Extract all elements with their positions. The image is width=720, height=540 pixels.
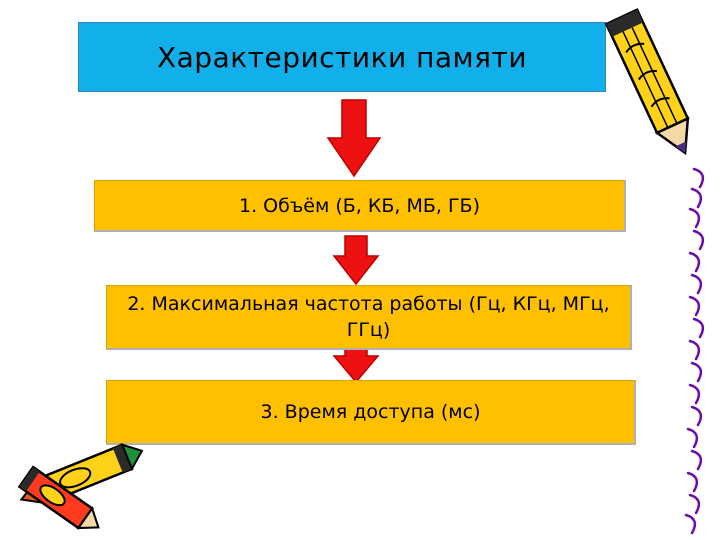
step-label: 1. Объём (Б, КБ, МБ, ГБ) — [239, 194, 480, 217]
arrow-down-icon — [332, 235, 380, 286]
arrow-down-icon — [326, 99, 382, 178]
step-box-volume: 1. Объём (Б, КБ, МБ, ГБ) — [94, 180, 626, 232]
diagram-title: Характеристики памяти — [156, 40, 528, 74]
diagram-title-box: Характеристики памяти — [78, 22, 606, 92]
pencil-icon — [604, 8, 690, 156]
crayon-icon — [17, 465, 100, 530]
spiral-binding-icon — [684, 167, 705, 535]
step-box-frequency: 2. Максимальная частота работы (Гц, КГц,… — [106, 285, 632, 350]
step-box-access-time: 3. Время доступа (мс) — [106, 380, 636, 445]
step-label: 2. Максимальная частота работы (Гц, КГц,… — [127, 293, 610, 341]
step-label: 3. Время доступа (мс) — [260, 401, 481, 423]
